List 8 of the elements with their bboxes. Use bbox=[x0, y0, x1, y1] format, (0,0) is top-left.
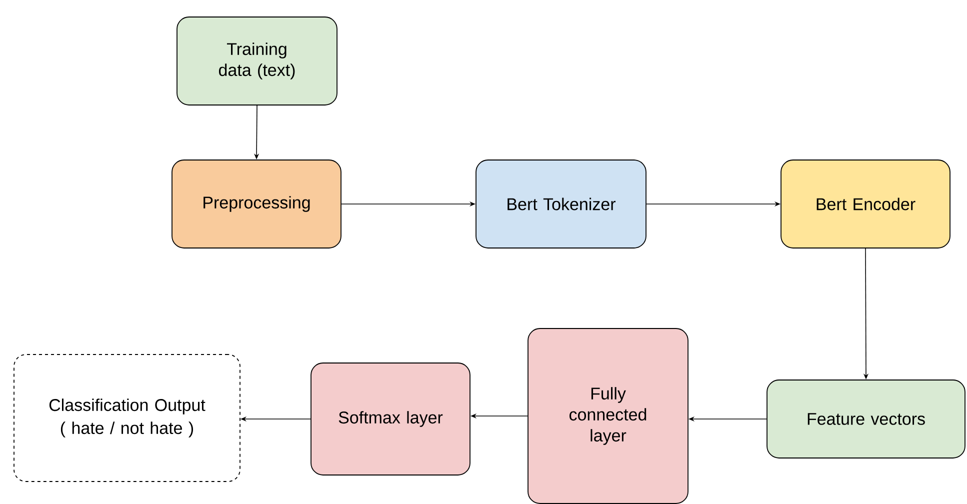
process-box: Training data (text) bbox=[176, 16, 338, 106]
output-box: Classification Output ( hate / not hate ) bbox=[14, 354, 240, 482]
process-box: Softmax layer bbox=[310, 362, 470, 476]
process-box: Feature vectors bbox=[766, 380, 966, 458]
process-box: Bert Encoder bbox=[780, 160, 950, 248]
process-box: Fully connected layer bbox=[528, 328, 688, 504]
process-box: Preprocessing bbox=[172, 160, 342, 248]
process-box: Bert Tokenizer bbox=[476, 160, 646, 248]
